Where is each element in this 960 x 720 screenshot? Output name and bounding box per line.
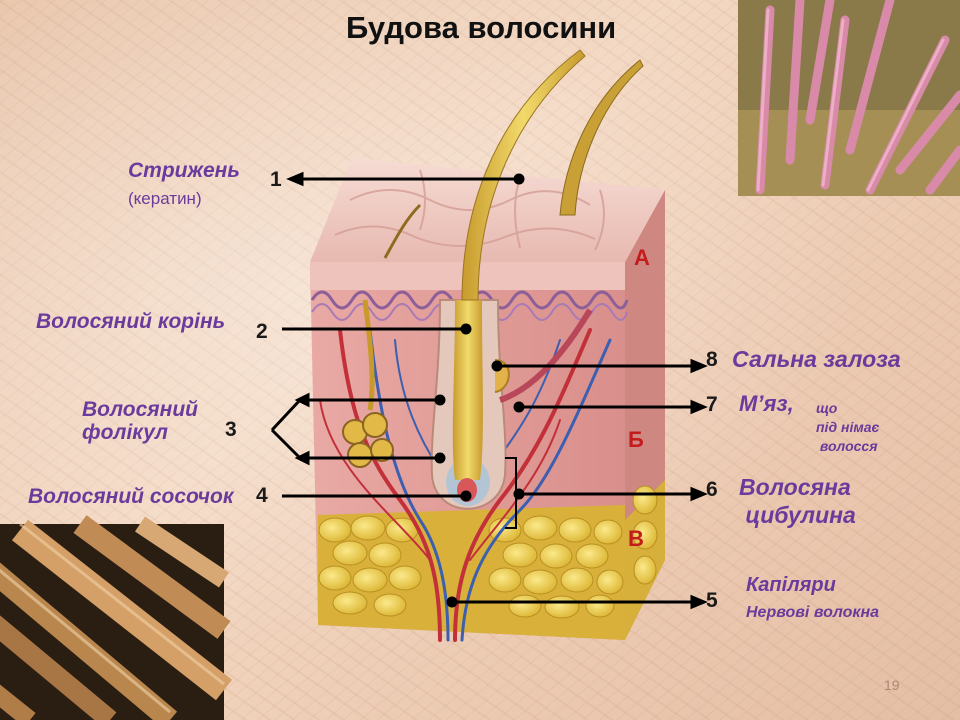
label-papilla: Волосяний сосочок: [28, 485, 234, 508]
zone-b: Б: [628, 427, 644, 452]
hair-strands-micrograph: [0, 515, 233, 720]
label-shaft-sub: (кератин): [128, 189, 202, 208]
number-4: 4: [256, 484, 268, 507]
number-3: 3: [225, 418, 237, 441]
label-bulb: Волосяна цибулина: [739, 474, 856, 528]
hair-follicle: [430, 299, 593, 510]
label-follicle: Волосяний фолікул: [82, 398, 198, 445]
bulb-bracket: [505, 457, 517, 529]
label-nerves: Нервові волокна: [746, 604, 880, 621]
hair-on-skin-micrograph: [738, 0, 960, 196]
number-5: 5: [706, 589, 718, 612]
zone-a: А: [634, 245, 650, 270]
page-title: Будова волосини: [346, 10, 617, 45]
label-root: Волосяний корінь: [36, 310, 226, 333]
label-capillaries: Капіляри: [746, 574, 836, 596]
blood-vessels: [319, 328, 612, 642]
number-2: 2: [256, 320, 268, 343]
label-sebaceous-gland: Сальна залоза: [732, 346, 901, 372]
number-7: 7: [706, 393, 718, 416]
number-8: 8: [706, 348, 718, 371]
sweat-gland: [342, 299, 394, 468]
page-number: 19: [884, 677, 900, 693]
number-6: 6: [706, 478, 718, 501]
number-1: 1: [270, 168, 282, 191]
leader-lines: [270, 171, 708, 610]
label-muscle-desc: що під німає волосся: [816, 400, 880, 454]
hair-shafts: [383, 49, 644, 301]
label-muscle: М’яз,: [739, 391, 794, 416]
zone-c: В: [628, 526, 644, 551]
label-shaft: Стрижень: [128, 159, 240, 182]
